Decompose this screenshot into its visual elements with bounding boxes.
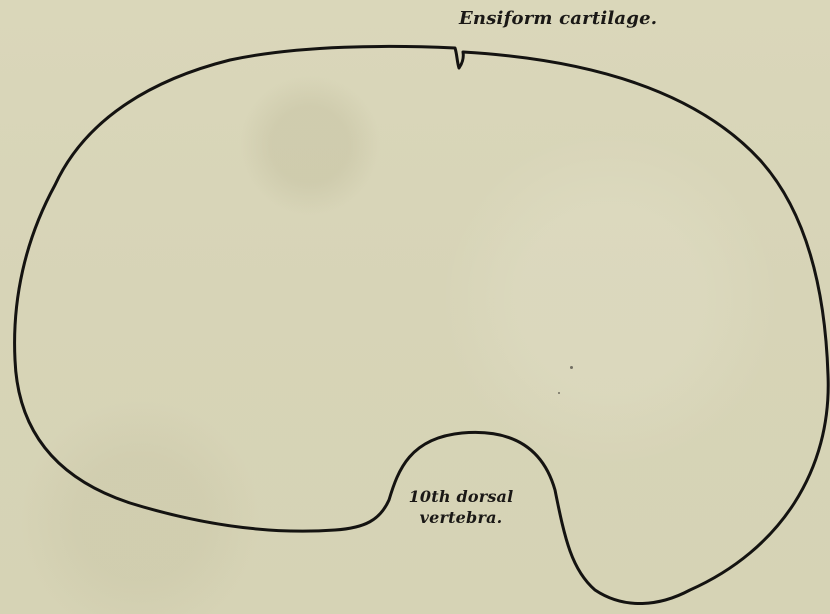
ensiform-cartilage-label: Ensiform cartilage. xyxy=(459,10,657,28)
tenth-dorsal-label-line-1: 10th dorsal xyxy=(406,486,516,507)
tenth-dorsal-vertebra-label: 10th dorsal vertebra. xyxy=(406,486,516,528)
print-speck xyxy=(558,392,560,394)
print-speck xyxy=(570,366,573,369)
tenth-dorsal-label-line-2: vertebra. xyxy=(406,507,516,528)
